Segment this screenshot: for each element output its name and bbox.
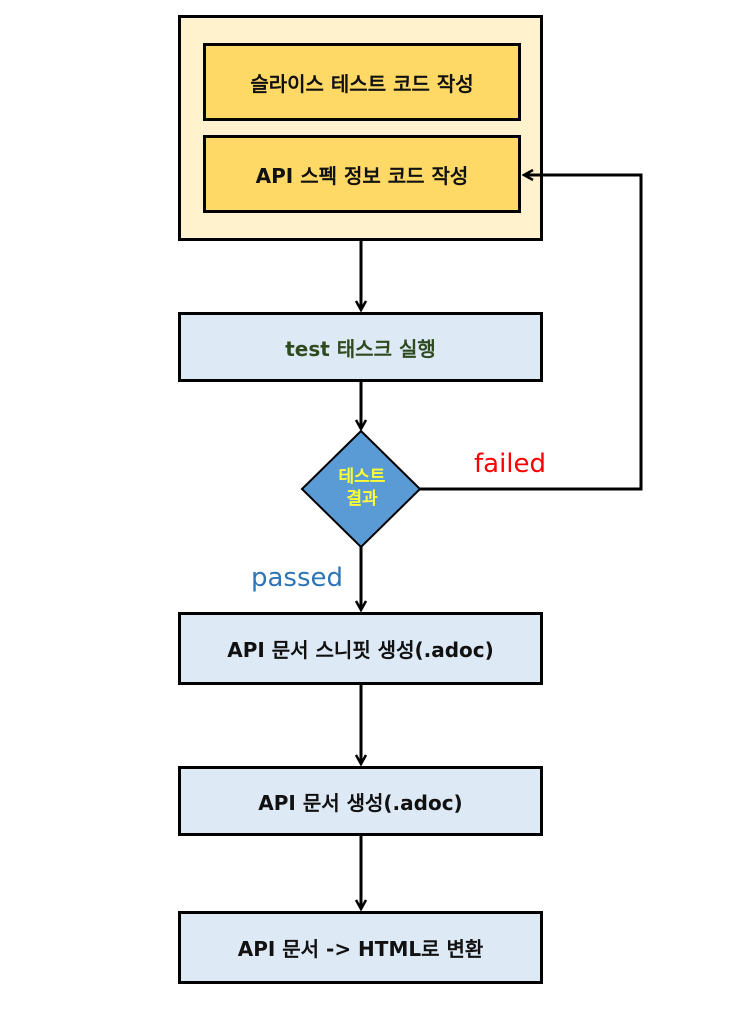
step-convert-html: API 문서 -> HTML로 변환	[178, 911, 543, 984]
step-slice-test-code: 슬라이스 테스트 코드 작성	[203, 43, 521, 121]
step-label: API 스펙 정보 코드 작성	[255, 163, 469, 188]
step-label: test 태스크 실행	[285, 336, 436, 361]
step-api-spec-code: API 스펙 정보 코드 작성	[203, 135, 521, 213]
arrow-failed-loop	[420, 175, 643, 491]
step-run-test-task: test 태스크 실행	[178, 312, 543, 382]
decision-line2: 결과	[346, 489, 378, 509]
decision-label: 테스트 결과	[322, 466, 402, 510]
step-generate-doc: API 문서 생성(.adoc)	[178, 766, 543, 836]
failed-label: failed	[474, 449, 547, 479]
passed-label: passed	[251, 563, 344, 593]
step-label: API 문서 생성(.adoc)	[258, 790, 463, 815]
step-label: 슬라이스 테스트 코드 작성	[250, 71, 474, 96]
step-label: API 문서 스니핏 생성(.adoc)	[227, 638, 494, 662]
step-label: API 문서 -> HTML로 변환	[237, 937, 484, 961]
step-generate-snippets: API 문서 스니핏 생성(.adoc)	[178, 612, 543, 685]
decision-line1: 테스트	[338, 467, 386, 487]
